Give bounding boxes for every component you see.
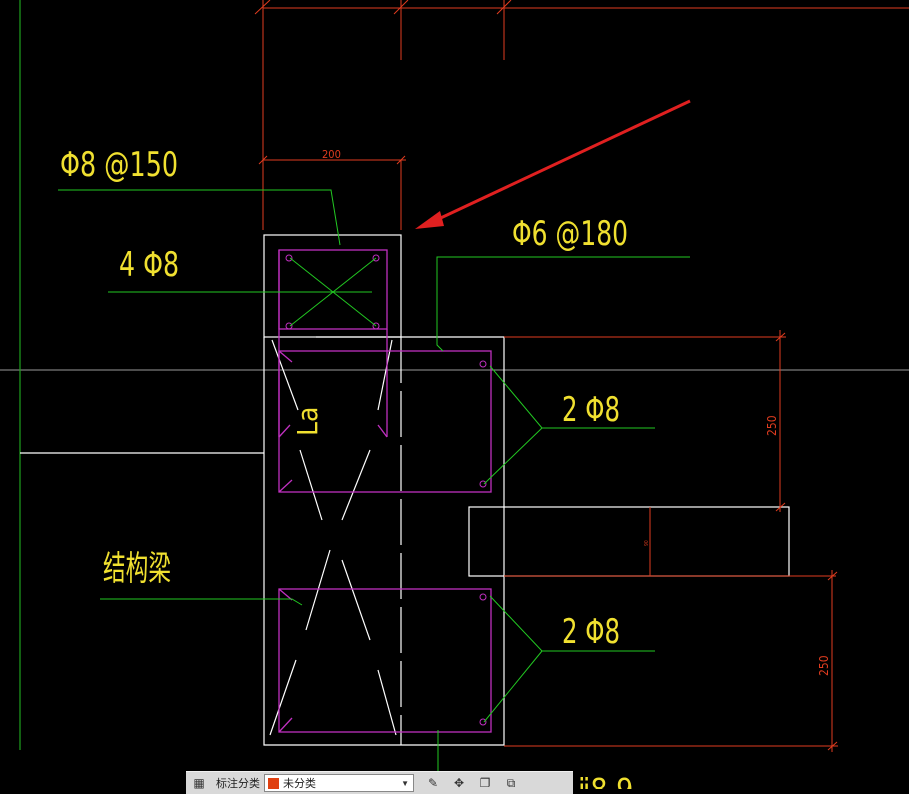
dim-gap-small: 90 [644, 540, 650, 546]
dim-height-upper: 250 [765, 415, 779, 436]
label-anchorage: La [291, 407, 324, 436]
toolbar-label: 标注分类 [216, 778, 260, 790]
layer-icon[interactable]: ⧉ [506, 775, 516, 790]
color-swatch [268, 777, 279, 789]
label-bars-upper: 2 Φ8 [562, 390, 620, 430]
copy-icon[interactable]: ❐ [479, 776, 491, 790]
top-dimension-lines [254, 0, 909, 230]
chevron-down-icon[interactable]: ▼ [401, 778, 409, 788]
annotation-toolbar: ▦ 标注分类 未分类 ▼ ✎ ✥ ❐ ⧉ [186, 771, 573, 794]
rebar-dots [285, 254, 487, 726]
pointer-arrow [415, 99, 691, 229]
grid-icon[interactable]: ▦ [193, 776, 205, 790]
edit-icon[interactable]: ✎ [427, 776, 439, 790]
annotations: Φ8 @150 4 Φ8 Φ6 @180 2 Φ8 2 Φ8 结构梁 La ⅱ8… [60, 145, 633, 789]
concrete-outline [20, 234, 790, 746]
label-bars-lower: 2 Φ8 [562, 612, 620, 652]
move-icon[interactable]: ✥ [453, 776, 465, 790]
label-stirrup-main: Φ6 @180 [512, 214, 628, 254]
label-partial-bottom: ⅱ8.9 [578, 773, 633, 789]
rebar-stirrups [278, 249, 492, 733]
label-structural-beam: 结构梁 [103, 549, 171, 589]
dim-height-lower: 250 [817, 655, 831, 676]
category-select[interactable]: 未分类 ▼ [264, 774, 414, 792]
label-stirrup-top: Φ8 @150 [60, 145, 178, 185]
category-select-value: 未分类 [283, 778, 316, 790]
label-corner-bars: 4 Φ8 [119, 245, 179, 285]
right-dimension-lines [504, 330, 838, 752]
dim-width-top: 200 [322, 148, 341, 161]
